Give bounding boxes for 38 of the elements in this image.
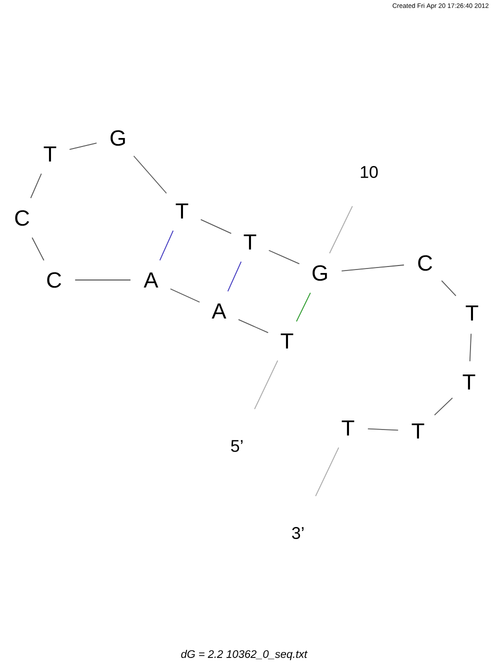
base-pair-line	[296, 292, 311, 322]
nucleotide-letter: T	[462, 374, 476, 390]
nucleotide-letter: T	[244, 234, 256, 250]
nucleotide-letter: C	[418, 255, 432, 271]
backbone-line	[32, 237, 44, 261]
nucleotide-letter: T	[280, 333, 294, 349]
nucleotide-letter: T	[342, 420, 354, 436]
base-pair-line	[227, 261, 242, 292]
backbone-line	[133, 156, 167, 194]
nucleotide-letter: G	[312, 265, 327, 281]
backbone-line	[69, 142, 98, 150]
backbone-line	[469, 333, 472, 362]
nucleotide-letter: A	[144, 272, 158, 288]
backbone-line	[30, 173, 42, 198]
backbone-line	[441, 280, 456, 296]
backbone-line	[367, 428, 399, 431]
strand-end-label: 5’	[231, 440, 243, 452]
leader-line	[254, 360, 278, 410]
base-pair-line	[159, 230, 174, 261]
backbone-line	[170, 288, 200, 303]
backbone-line	[268, 250, 300, 264]
leader-line	[315, 447, 340, 496]
nucleotide-letter: T	[44, 146, 56, 162]
nucleotide-letter: C	[15, 210, 30, 226]
strand-end-label: 3’	[292, 527, 304, 539]
backbone-line	[238, 319, 269, 334]
nucleotide-letter: T	[466, 305, 478, 321]
leader-line	[329, 206, 353, 254]
backbone-line	[434, 397, 453, 416]
position-number: 10	[360, 166, 378, 178]
backbone-line	[200, 219, 232, 234]
nucleotide-letter: T	[412, 423, 424, 439]
nucleotide-letter: C	[47, 272, 62, 288]
caption: dG = 2.2 10362_0_seq.txt	[181, 650, 308, 660]
backbone-line	[341, 264, 404, 272]
nucleotide-letter: A	[212, 303, 226, 319]
nucleotide-letter: T	[176, 203, 188, 219]
nucleotide-letter: G	[110, 130, 125, 146]
